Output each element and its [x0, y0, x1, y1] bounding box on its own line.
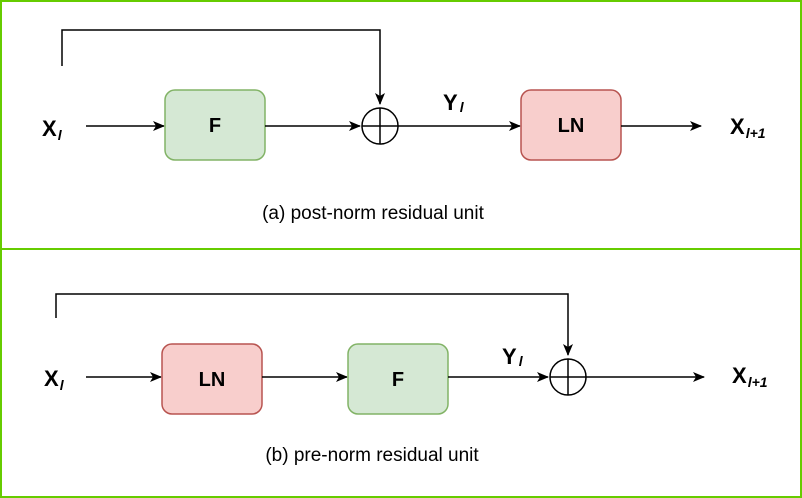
- f-block: F: [164, 89, 266, 161]
- f-block-label: F: [392, 369, 404, 391]
- residual-skip-connection: [61, 29, 385, 105]
- input-x-label: Xl: [42, 116, 63, 143]
- ln-block-label: LN: [199, 369, 226, 391]
- ln-block: LN: [161, 343, 263, 415]
- input-x-label: Xl: [44, 366, 65, 393]
- residual-skip-connection: [55, 293, 573, 356]
- caption-pre-norm: (b) pre-norm residual unit: [265, 445, 479, 466]
- caption-post-norm: (a) post-norm residual unit: [262, 203, 484, 224]
- f-block: F: [347, 343, 449, 415]
- output-x-label: Xl+1: [730, 114, 766, 141]
- output-x-label: Xl+1: [732, 363, 768, 390]
- sum-node-icon: [549, 358, 587, 396]
- sum-node-icon: [361, 107, 399, 145]
- ln-block: LN: [520, 89, 622, 161]
- f-block-label: F: [209, 115, 221, 137]
- ln-block-label: LN: [558, 115, 585, 137]
